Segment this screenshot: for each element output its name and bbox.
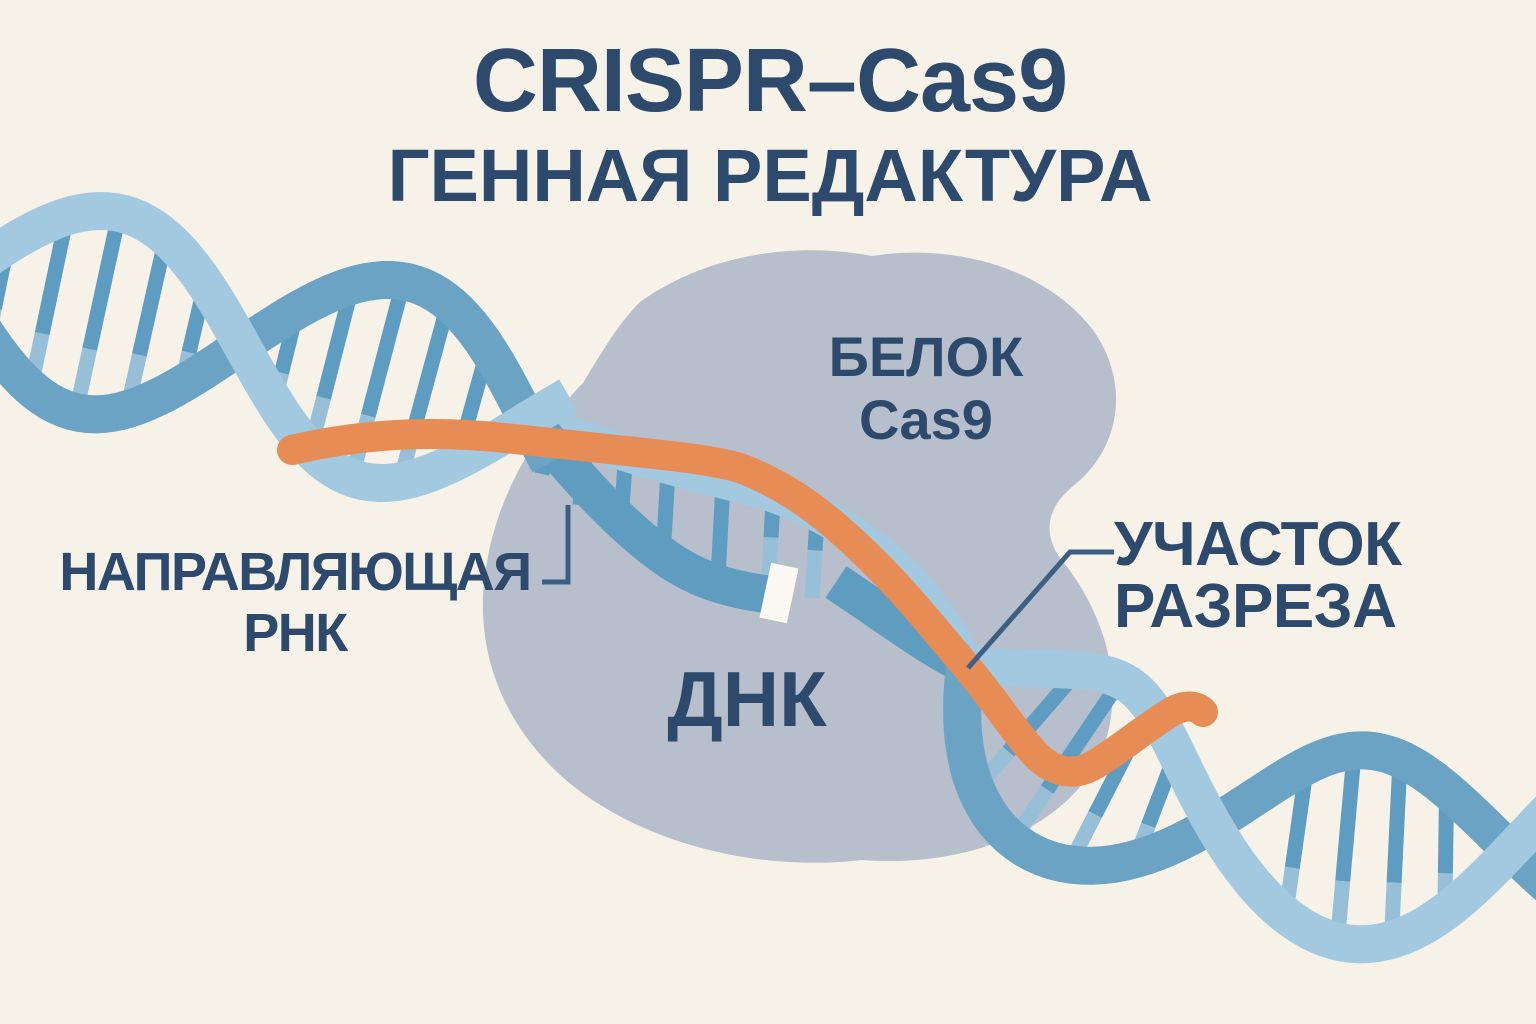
label-guide-rna-line2: РНК (243, 603, 348, 663)
label-cut-site: УЧАСТОК РАЗРЕЗА (1114, 514, 1402, 638)
page-title: CRISPR–Cas9 (472, 31, 1068, 131)
label-cut-site-line2: РАЗРЕЗА (1114, 572, 1397, 641)
label-guide-rna-line1: НАПРАВЛЯЮЩАЯ (59, 542, 532, 602)
connector-cut-site (966, 549, 1114, 670)
label-protein-line2: Cas9 (859, 388, 993, 451)
label-guide-rna: НАПРАВЛЯЮЩАЯ РНК (59, 542, 532, 664)
label-dna: ДНК (667, 655, 827, 743)
dna-helix-right (943, 646, 1536, 964)
label-protein-line1: БЕЛОК (828, 325, 1024, 388)
page-subtitle: ГЕННАЯ РЕДАКТУРА (387, 134, 1153, 217)
connector-guide-rna (542, 505, 571, 585)
guide-rna-strand (277, 419, 1218, 787)
label-connectors (542, 505, 1114, 670)
cut-site-notch (759, 562, 799, 624)
label-cut-site-line1: УЧАСТОК (1114, 510, 1402, 579)
label-protein-cas9: БЕЛОК Cas9 (829, 325, 1024, 451)
